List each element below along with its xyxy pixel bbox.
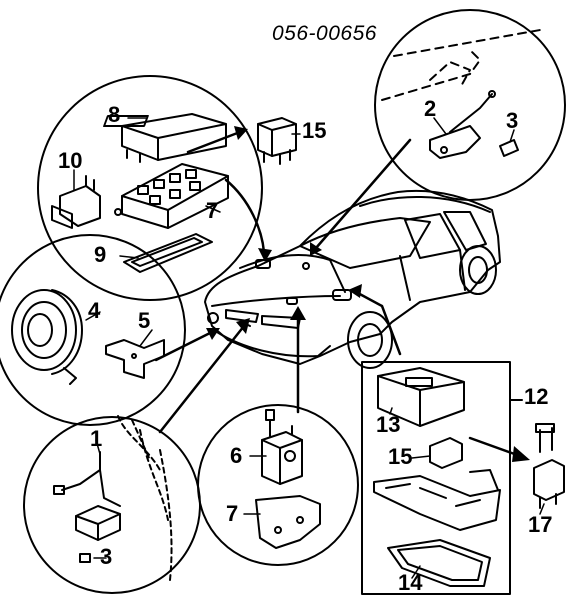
part-10-cover bbox=[123, 233, 213, 273]
detail-circle-switch bbox=[197, 404, 359, 566]
callout-6: 6 bbox=[230, 443, 243, 468]
callout-7: 7 bbox=[226, 501, 239, 526]
detail-circle-relays bbox=[37, 75, 263, 301]
callout-17: 17 bbox=[528, 512, 553, 537]
arrow-lines bbox=[154, 130, 522, 458]
callout-5: 5 bbox=[138, 308, 151, 333]
part-16-relay bbox=[257, 117, 297, 165]
fusebox-frame bbox=[361, 361, 511, 595]
part-13-fusebox-cover bbox=[377, 367, 465, 427]
callout-15: 15 bbox=[388, 444, 413, 469]
part-17-relay bbox=[533, 423, 565, 509]
callout-16: 15 bbox=[302, 118, 327, 143]
part-6-switch bbox=[261, 409, 303, 485]
part-4-horn bbox=[11, 289, 83, 385]
part-5-bracket bbox=[105, 339, 165, 379]
part-2-hood-bracket bbox=[381, 29, 541, 159]
part-9-relay-block bbox=[103, 113, 227, 163]
car-illustration bbox=[204, 189, 501, 369]
part-14-frame bbox=[387, 539, 491, 587]
callout-13: 13 bbox=[376, 412, 401, 437]
callout-2: 2 bbox=[424, 96, 437, 121]
callout-8: 7 bbox=[206, 198, 219, 223]
callout-14: 14 bbox=[398, 570, 423, 595]
leader-lines bbox=[73, 117, 545, 579]
callout-4: 4 bbox=[88, 298, 101, 323]
detail-circle-horn bbox=[0, 234, 186, 426]
callout-9: 8 bbox=[108, 102, 121, 127]
callout-3-sensor: 3 bbox=[100, 544, 113, 569]
callout-11: 10 bbox=[58, 148, 83, 173]
part-15-relay bbox=[429, 437, 463, 469]
callout-3-hood: 3 bbox=[506, 108, 519, 133]
part-11-bracket bbox=[51, 175, 101, 229]
callout-1: 1 bbox=[90, 426, 103, 451]
arrow-heads bbox=[206, 126, 530, 462]
diagram-code: 056-00656 bbox=[272, 22, 377, 45]
part-1-sensor bbox=[53, 451, 121, 563]
detail-circle-hood bbox=[374, 9, 566, 201]
callout-10: 9 bbox=[94, 242, 107, 267]
part-7-bracket bbox=[255, 495, 321, 549]
callout-12: 12 bbox=[524, 384, 549, 409]
part-8-switch-panel bbox=[114, 163, 229, 229]
fusebox-base bbox=[373, 469, 501, 531]
